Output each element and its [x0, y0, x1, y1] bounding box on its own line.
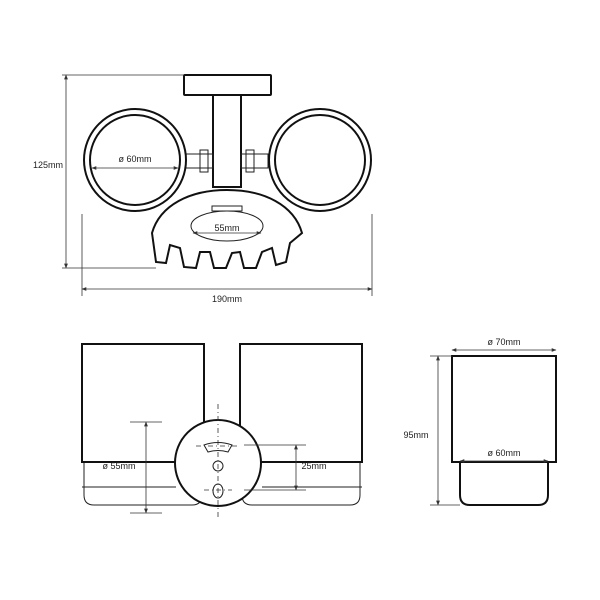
top-view: ø 60mm 55mm 125mm 190mm [33, 74, 373, 304]
front-view: ø 55mm 25mm [81, 343, 363, 520]
bottom-diameter-label: ø 60mm [487, 448, 520, 458]
soap-dish: 55mm [150, 188, 304, 270]
left-ring-inner [89, 114, 181, 206]
base-height-label: 25mm [301, 461, 326, 471]
height-label: 125mm [33, 160, 63, 170]
soap-dish-label: 55mm [214, 223, 239, 233]
side-glass [451, 355, 557, 506]
right-ring-outer [268, 108, 372, 212]
ring-diameter-label: ø 60mm [118, 154, 151, 164]
side-height-label: 95mm [403, 430, 428, 440]
side-view: ø 70mm ø 60mm 95mm [403, 337, 557, 506]
wall-plate [183, 74, 272, 96]
right-ring-inner [274, 114, 366, 206]
right-glass [239, 343, 363, 463]
glass-diameter-label: ø 55mm [102, 461, 135, 471]
width-label: 190mm [212, 294, 242, 304]
top-diameter-label: ø 70mm [487, 337, 520, 347]
left-ring-outer [83, 108, 187, 212]
stem [212, 94, 242, 188]
